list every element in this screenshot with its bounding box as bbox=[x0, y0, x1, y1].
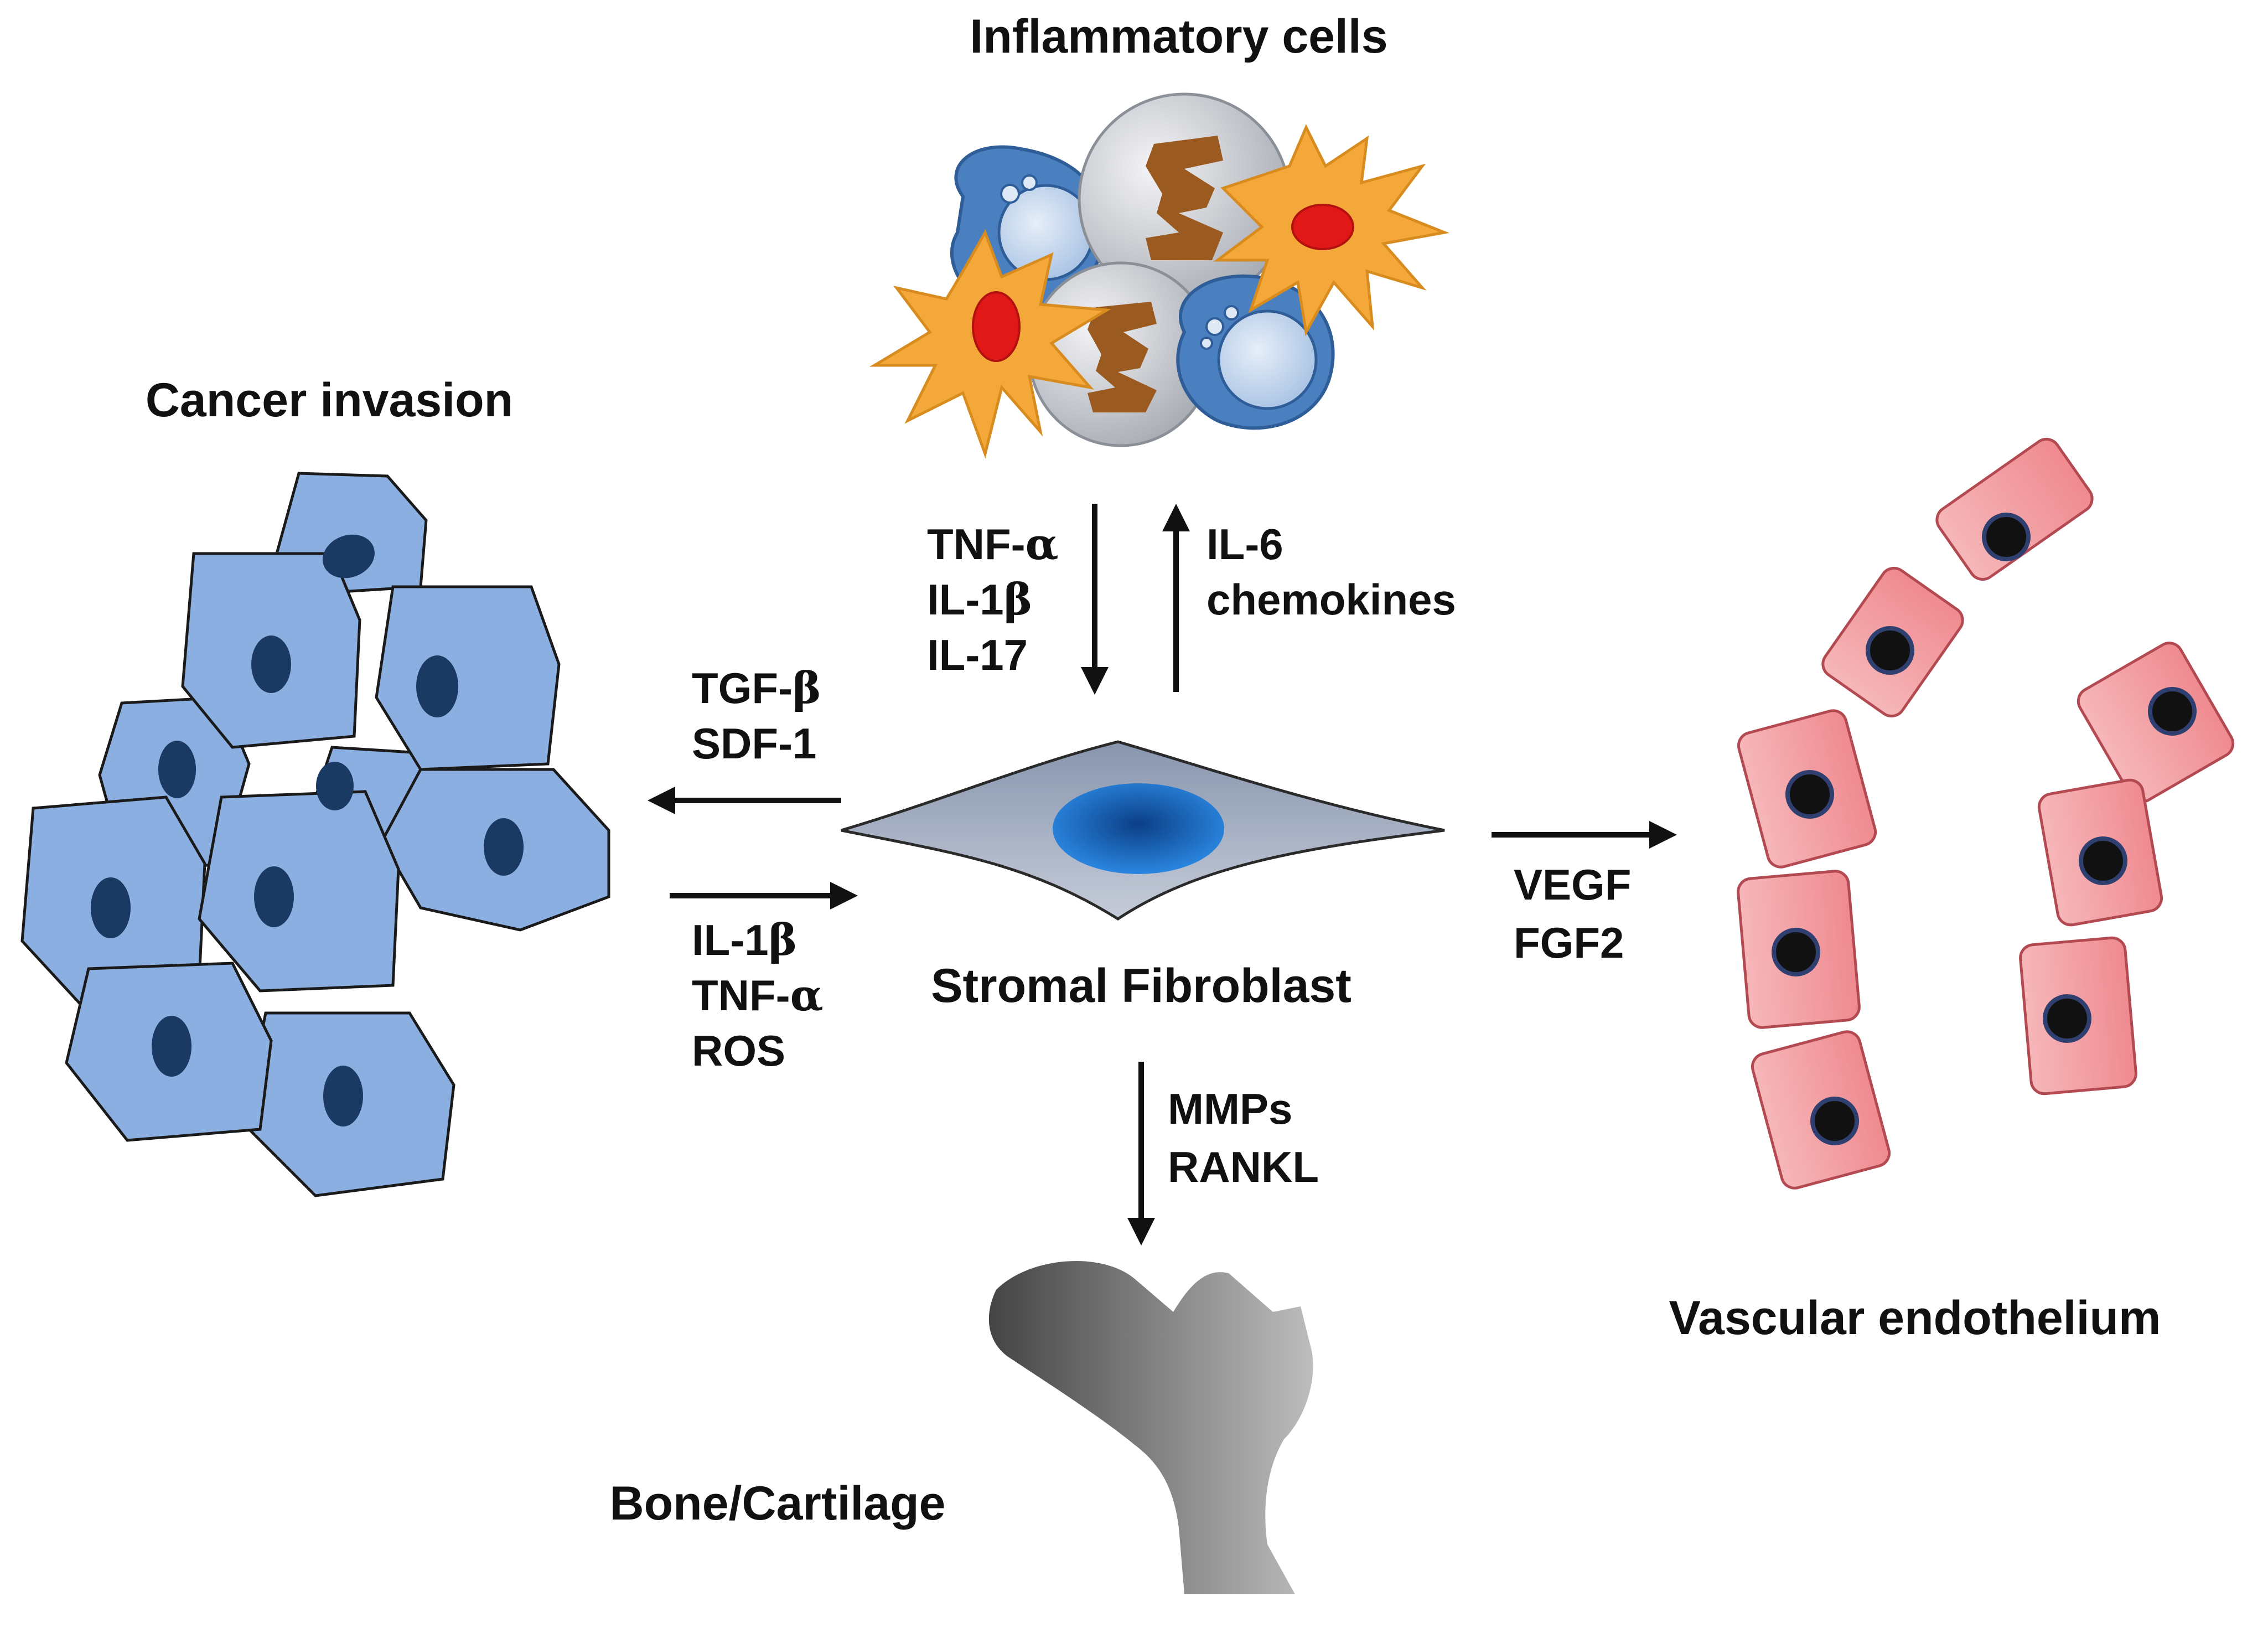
dendritic-cell-2 bbox=[869, 229, 1111, 459]
vascular-endothelium-vessel bbox=[1737, 437, 2235, 1190]
signal-rankl: RANKL bbox=[1168, 1143, 1319, 1191]
signals-fibroblast-to-bone: MMPs RANKL bbox=[1168, 1084, 1319, 1191]
endothelial-cell bbox=[1935, 437, 2094, 581]
dendritic-cell-1 bbox=[1213, 124, 1449, 337]
signals-fibroblast-to-cancer: TGF-β SDF-1 bbox=[692, 663, 821, 768]
svg-text:TGF-β: TGF-β bbox=[692, 663, 821, 714]
signal-mmps: MMPs bbox=[1168, 1084, 1292, 1133]
bone-cartilage-shape bbox=[988, 1260, 1313, 1594]
stromal-fibroblast-label: Stromal Fibroblast bbox=[931, 959, 1352, 1012]
signal-ros: ROS bbox=[692, 1026, 785, 1075]
cancer-cell bbox=[198, 790, 400, 993]
cancer-cell bbox=[375, 585, 561, 771]
signal-vegf: VEGF bbox=[1514, 860, 1631, 909]
svg-text:IL-1β: IL-1β bbox=[692, 915, 797, 965]
signal-chemokines: chemokines bbox=[1207, 575, 1456, 624]
signals-fibroblast-to-inflammatory: IL-6 chemokines bbox=[1207, 520, 1456, 624]
signals-cancer-to-fibroblast: IL-1β TNF-α ROS bbox=[692, 915, 824, 1075]
inflammatory-cells-cluster bbox=[869, 92, 1449, 459]
svg-text:TNF-α: TNF-α bbox=[692, 970, 824, 1021]
inflammatory-cells-label: Inflammatory cells bbox=[970, 10, 1387, 63]
stromal-fibroblast-cell bbox=[841, 740, 1445, 921]
svg-text:IL-1β: IL-1β bbox=[927, 575, 1032, 625]
vascular-endothelium-label: Vascular endothelium bbox=[1669, 1291, 2161, 1345]
cancer-invasion-label: Cancer invasion bbox=[146, 374, 513, 427]
svg-text:TNF-α: TNF-α bbox=[927, 519, 1059, 570]
signal-fgf2: FGF2 bbox=[1514, 918, 1624, 967]
signal-il17: IL-17 bbox=[927, 631, 1028, 679]
signals-fibroblast-to-endothelium: VEGF FGF2 bbox=[1514, 860, 1631, 967]
signal-sdf1: SDF-1 bbox=[692, 719, 816, 768]
signal-il6: IL-6 bbox=[1207, 520, 1283, 569]
signaling-arrows bbox=[648, 504, 1677, 1246]
signals-inflammatory-to-fibroblast: TNF-α IL-1β IL-17 bbox=[927, 519, 1059, 679]
bone-cartilage-label: Bone/Cartilage bbox=[610, 1477, 946, 1530]
cancer-cell-cluster bbox=[20, 472, 610, 1197]
macrophage-cell-2 bbox=[1176, 274, 1335, 430]
